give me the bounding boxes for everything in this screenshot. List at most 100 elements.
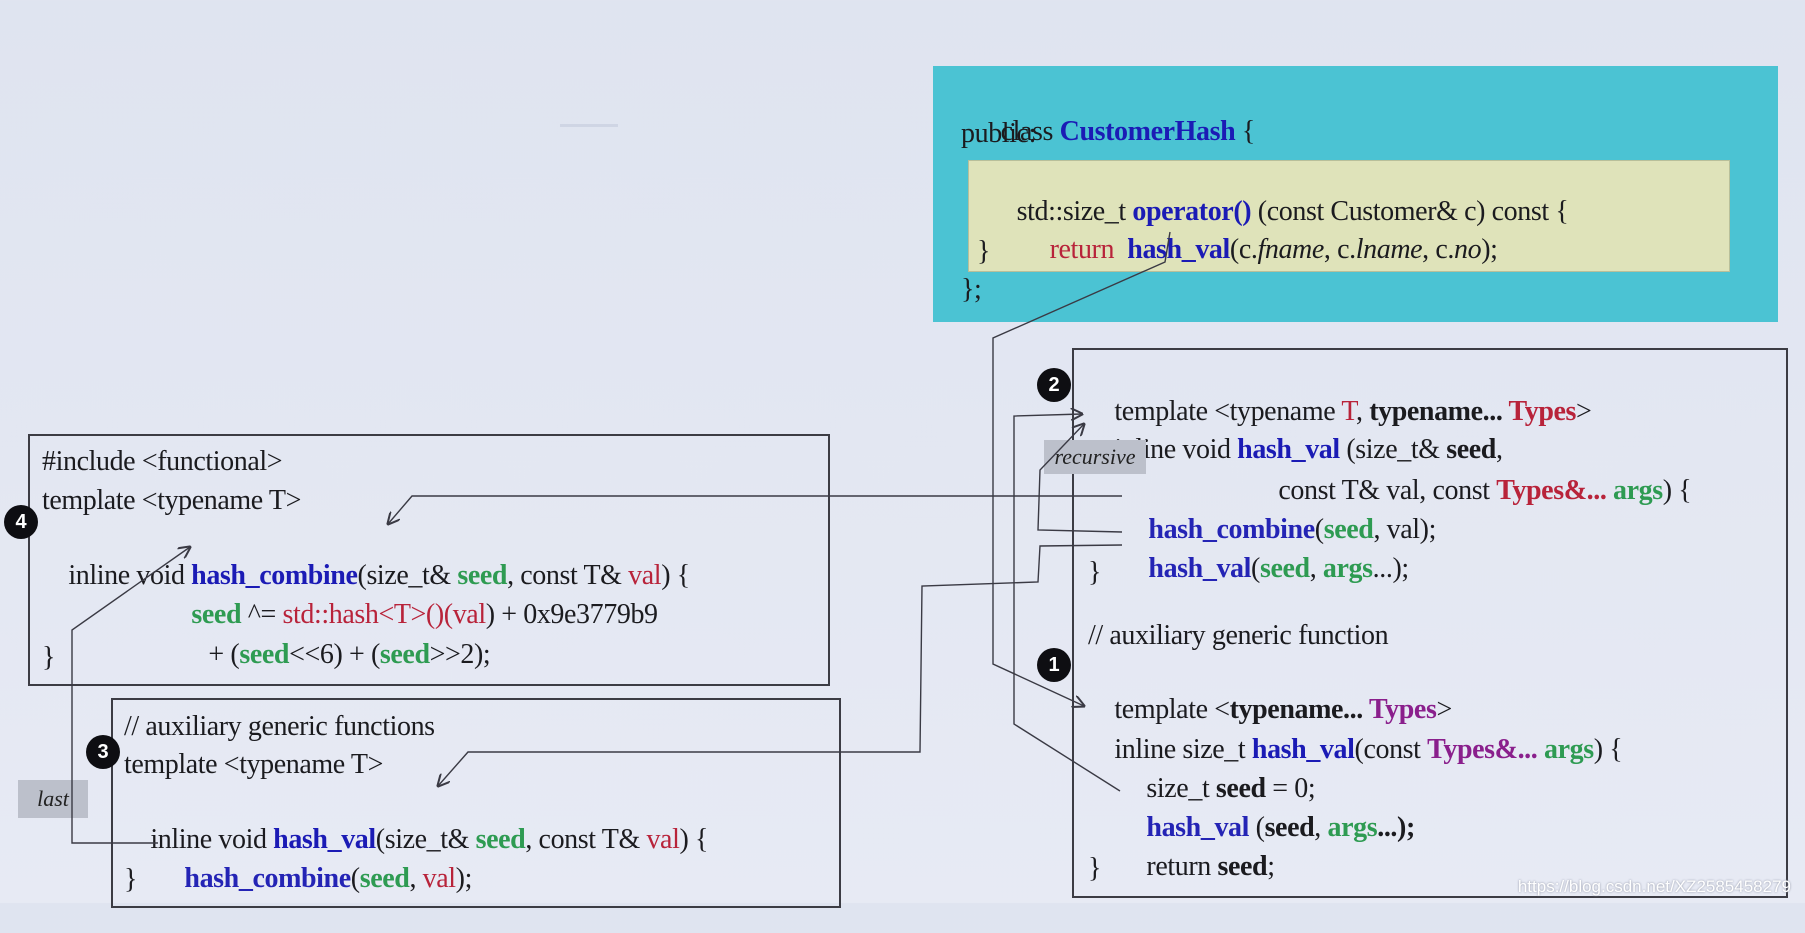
last-tag: last <box>18 780 88 818</box>
param-name: val <box>422 863 456 894</box>
param-name: seed <box>1446 434 1496 465</box>
text: , val); <box>1373 514 1436 545</box>
text: ...); <box>1377 812 1415 843</box>
text: size_t <box>1146 773 1216 804</box>
box1-line7: } <box>1088 853 1102 884</box>
param-name: seed <box>359 863 410 894</box>
operator-name: operator() <box>1132 196 1252 227</box>
box4-line1: #include <functional> <box>42 446 283 477</box>
member: no <box>1454 234 1482 265</box>
box1-line3: inline size_t hash_val(const Types&... a… <box>1088 696 1622 804</box>
text: ) + 0x9e3779b9 <box>485 599 658 630</box>
param-name: seed <box>1259 553 1310 584</box>
box2-line2: inline void hash_val (size_t& seed, <box>1088 396 1503 504</box>
member: lname <box>1355 234 1423 265</box>
text: (size_t& <box>375 824 476 855</box>
function-call: hash_val <box>1148 553 1252 584</box>
customer-hash-box: class CustomerHash { public: std::size_t… <box>933 66 1778 322</box>
box2-line1: template <typename T, typename... Types> <box>1088 358 1591 466</box>
arrow-3-to-4 <box>71 547 190 844</box>
text: ; <box>1267 851 1275 882</box>
text: , <box>1309 553 1323 584</box>
param-name: seed <box>457 560 508 591</box>
public-line: public: <box>961 118 1036 149</box>
param-name: seed <box>379 639 430 670</box>
lecture-slide: class CustomerHash { public: std::size_t… <box>4 66 1791 908</box>
box3-line5: } <box>124 864 138 895</box>
box2-line6: } <box>1088 557 1102 588</box>
types-ref: Types&... <box>1496 475 1607 506</box>
badge-2: 2 <box>1037 368 1071 402</box>
param-name: args <box>1543 734 1594 765</box>
std-hash: std::hash<T>()( <box>282 599 453 630</box>
param-name: args <box>1327 812 1378 843</box>
types-ref: Types&... <box>1427 734 1538 765</box>
function-call: hash_combine <box>184 863 351 894</box>
text: > <box>1436 694 1452 725</box>
text: (const Customer& c) const { <box>1251 196 1569 227</box>
text: ^= <box>241 599 283 630</box>
text: (size_t& <box>1339 434 1447 465</box>
text: ) { <box>1593 734 1623 765</box>
param-name: val <box>628 560 662 591</box>
text: = 0; <box>1265 773 1316 804</box>
text: , const T& <box>525 824 647 855</box>
class-name: CustomerHash <box>1059 116 1236 147</box>
text: ) { <box>1662 475 1692 506</box>
return-keyword: return <box>1049 234 1115 265</box>
text: , const T& <box>507 560 629 591</box>
text: ); <box>455 863 473 894</box>
function-call: hash_val <box>1146 812 1250 843</box>
param-name: args <box>1322 553 1373 584</box>
box3-line2: template <typename T> <box>124 749 384 780</box>
box4-line5: + (seed<<6) + (seed>>2); <box>182 601 490 709</box>
text: std::size_t <box>1016 196 1133 227</box>
box1-line2: template <typename... Types> <box>1088 656 1452 764</box>
text: , c. <box>1323 234 1356 265</box>
box1-line5: hash_val (seed, args...); <box>1120 774 1415 882</box>
arrow-1-to-2 <box>1013 414 1121 792</box>
function-name: hash_val <box>273 824 376 855</box>
text: ) { <box>679 824 709 855</box>
text: ( <box>1314 514 1324 545</box>
param-name: seed <box>1215 773 1266 804</box>
param-name: seed <box>1217 851 1268 882</box>
text: , <box>1314 812 1328 843</box>
faint-divider <box>560 124 618 127</box>
param-name: seed <box>239 639 290 670</box>
box2-line5: hash_val(seed, args...); <box>1122 515 1409 623</box>
recursive-tag: recursive <box>1044 440 1146 474</box>
text: return <box>1146 851 1218 882</box>
box4-line2: template <typename T> <box>42 485 302 516</box>
param-name: seed <box>191 599 242 630</box>
text: ( <box>1251 553 1260 584</box>
box1-line1: // auxiliary generic function <box>1088 620 1389 651</box>
box2-line4: hash_combine(seed, val); <box>1122 476 1436 584</box>
box4-line3: inline void hash_combine(size_t& seed, c… <box>42 522 690 630</box>
box2-line3: const T& val, const Types&... args) { <box>1252 437 1691 545</box>
text: >>2); <box>429 639 491 670</box>
watermark: https://blog.csdn.net/XZ2585458279 <box>1517 877 1791 896</box>
text: inline size_t <box>1114 734 1252 765</box>
types-param: Types <box>1368 694 1437 725</box>
arrow-2-to-4 <box>388 495 1122 524</box>
arrow-2-to-3 <box>438 544 1123 786</box>
function-name: hash_val <box>1251 734 1355 765</box>
operator-line: std::size_t operator() (const Customer& … <box>977 158 1569 266</box>
text: ); <box>1481 234 1498 265</box>
text: { <box>1235 116 1255 147</box>
text: ...); <box>1372 553 1410 584</box>
text: (const <box>1354 734 1428 765</box>
arrow-2-recursive <box>1037 424 1123 533</box>
param-name: val <box>646 824 680 855</box>
text: <<6) + ( <box>289 639 380 670</box>
param-name: seed <box>1264 812 1315 843</box>
typename-keyword: typename... <box>1229 694 1369 725</box>
function-call: hash_combine <box>1148 514 1315 545</box>
text: , <box>409 863 423 894</box>
badge-3: 3 <box>86 735 120 769</box>
text: class <box>1000 116 1060 147</box>
text: + ( <box>208 639 240 670</box>
param-name: seed <box>475 824 526 855</box>
text: ( <box>350 863 360 894</box>
